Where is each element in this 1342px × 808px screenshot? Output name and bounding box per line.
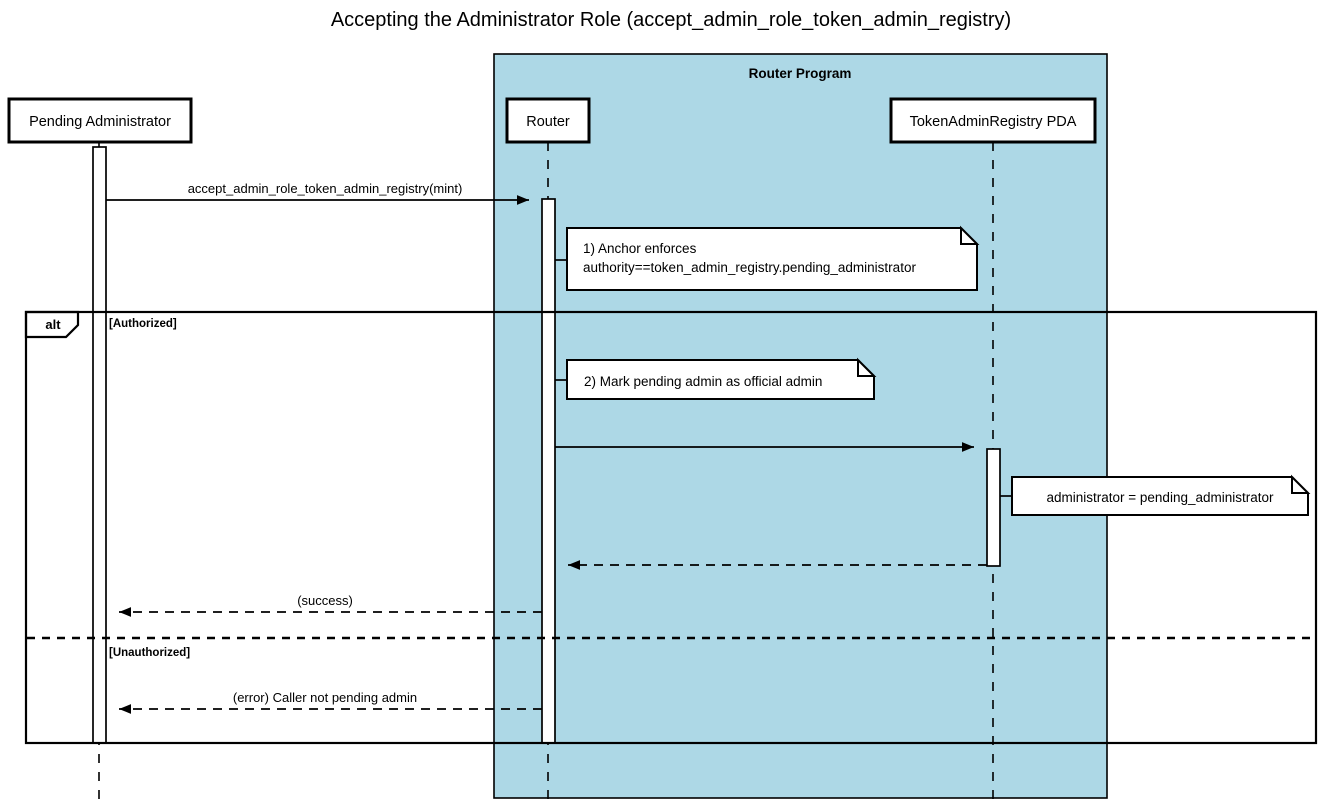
message-label-m1: accept_admin_role_token_admin_registry(m… <box>188 181 463 196</box>
participant-box-router[interactable] <box>505 97 591 144</box>
diagram-title: Accepting the Administrator Role (accept… <box>331 9 1011 31</box>
fragment-condition-authorized: [Authorized] <box>109 318 177 330</box>
group-title-router-program: Router Program <box>749 66 852 81</box>
message-label-m5: (error) Caller not pending admin <box>233 690 417 705</box>
fragment-operator-pentagon <box>24 310 80 339</box>
note-line-1-0: 1) Anchor enforces <box>583 241 697 256</box>
note-fold-2 <box>857 357 877 377</box>
message-label-m4: (success) <box>297 593 353 608</box>
note-fold-1 <box>960 225 980 245</box>
note-box-3 <box>1011 476 1309 516</box>
fragment-operator-label: alt <box>45 317 61 332</box>
fragment-box-alt <box>24 310 1318 745</box>
note-fold-3 <box>1291 474 1311 494</box>
participant-label-token-admin-registry-pda: TokenAdminRegistry PDA <box>910 114 1077 130</box>
note-box-1 <box>566 227 978 291</box>
activation-bar-router <box>541 198 556 744</box>
note-line-2-0: 2) Mark pending admin as official admin <box>584 374 822 389</box>
participant-box-token-admin-registry-pda[interactable] <box>889 97 1097 144</box>
activation-bar-pending-administrator <box>92 146 107 744</box>
fragment-condition-unauthorized: [Unauthorized] <box>109 647 190 659</box>
note-box-2 <box>566 359 875 400</box>
participant-box-pending-administrator[interactable] <box>7 97 193 144</box>
participant-label-router: Router <box>526 114 570 130</box>
group-box-router-program <box>493 53 1108 799</box>
activation-bar-token-admin-registry-pda <box>986 448 1001 567</box>
note-line-3-0: administrator = pending_administrator <box>1047 490 1274 505</box>
note-line-1-1: authority==token_admin_registry.pending_… <box>583 260 916 275</box>
participant-label-pending-administrator: Pending Administrator <box>29 114 171 130</box>
